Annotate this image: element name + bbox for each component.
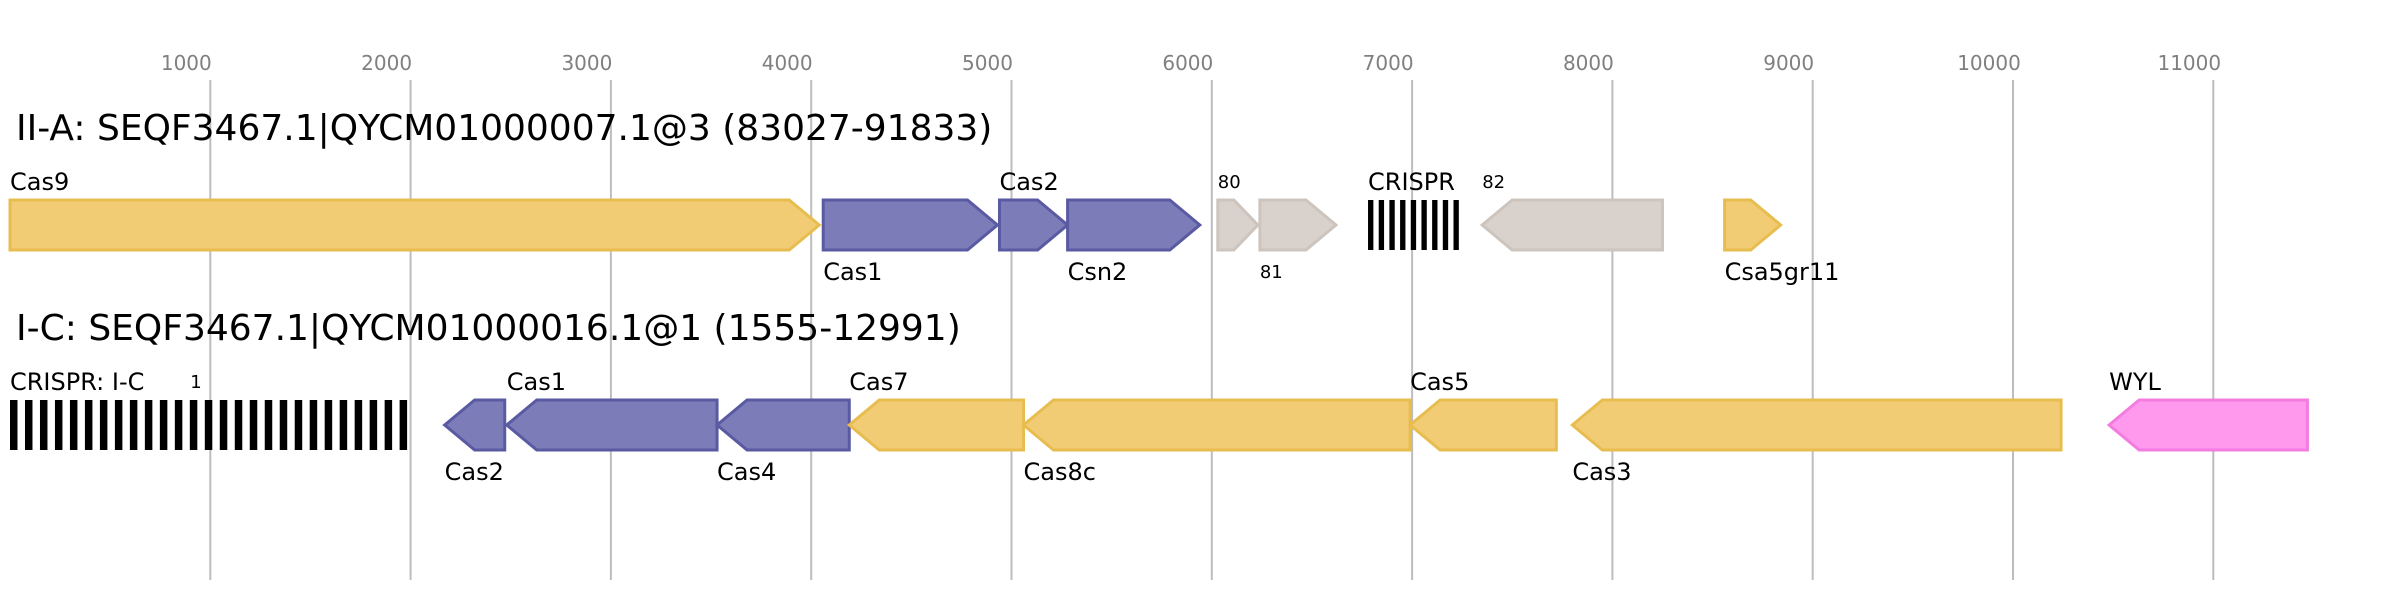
feature-label: Csa5gr11 <box>1725 258 1840 286</box>
gene-arrow-wyl <box>2106 398 2309 452</box>
gene-arrow-cas7 <box>846 398 1026 452</box>
feature-label: CRISPR <box>1368 168 1455 196</box>
crispr-repeat <box>1389 200 1395 250</box>
crispr-repeat <box>10 400 18 450</box>
feature-label: WYL <box>2109 368 2161 396</box>
tick-label-10000: 10000 <box>1957 51 2021 75</box>
feature-label: Cas7 <box>849 368 908 396</box>
crispr-repeat <box>1368 200 1374 250</box>
crispr-repeat <box>1410 200 1417 250</box>
track-title-ii-a: II-A: SEQF3467.1|QYCM01000007.1@3 (83027… <box>16 108 992 149</box>
gene-arrow-cas3 <box>1569 398 2063 452</box>
tick-label-5000: 5000 <box>962 51 1013 75</box>
feature-label: Cas5 <box>1410 368 1469 396</box>
gene-arrow-81 <box>1258 198 1339 252</box>
crispr-repeat <box>69 400 78 450</box>
gene-arrow-cas5 <box>1407 398 1558 452</box>
feature-label: 81 <box>1260 262 1283 283</box>
crispr-repeat <box>189 400 198 450</box>
gene-arrow-csa5gr11 <box>1723 198 1783 252</box>
crispr-repeat <box>1432 200 1438 250</box>
crispr-repeat <box>114 400 123 450</box>
feature-label: Cas3 <box>1572 458 1631 486</box>
track-title-i-c: I-C: SEQF3467.1|QYCM01000016.1@1 (1555-1… <box>16 308 961 349</box>
feature-label: Cas8c <box>1024 458 1096 486</box>
tick-label-7000: 7000 <box>1363 51 1414 75</box>
tick-label-4000: 4000 <box>762 51 813 75</box>
crispr-repeat <box>174 400 183 450</box>
feature-label: Cas1 <box>823 258 882 286</box>
feature-label: Cas2 <box>999 168 1058 196</box>
gene-arrow-cas4 <box>714 398 851 452</box>
gene-arrow-cas9 <box>8 198 822 252</box>
feature-label: Cas1 <box>507 368 566 396</box>
tracks: II-A: SEQF3467.1|QYCM01000007.1@3 (83027… <box>8 108 2309 486</box>
tick-label-9000: 9000 <box>1763 51 1814 75</box>
crispr-repeat <box>384 400 393 450</box>
crispr-repeat <box>144 400 153 450</box>
feature-label: 1 <box>190 372 201 393</box>
crispr-repeat <box>294 400 303 450</box>
gene-arrow-cas1 <box>821 198 1000 252</box>
crispr-repeat <box>219 400 228 450</box>
axis-ticks: 1000 2000 3000 4000 5000 6000 7000 8000 9000 1000… <box>161 51 2221 75</box>
feature-label: CRISPR: I-C <box>10 368 144 396</box>
crispr-repeat <box>99 400 108 450</box>
gene-arrow-cas1 <box>504 398 719 452</box>
crispr-array <box>10 400 408 450</box>
crispr-repeat <box>129 400 138 450</box>
gene-arrow-cas2 <box>442 398 507 452</box>
feature-label: Cas9 <box>10 168 69 196</box>
crispr-repeat <box>159 400 168 450</box>
feature-label: 80 <box>1218 172 1241 193</box>
crispr-repeat <box>24 400 33 450</box>
crispr-repeat <box>324 400 333 450</box>
feature-label: Cas2 <box>445 458 504 486</box>
crispr-repeat <box>264 400 273 450</box>
crispr-repeat <box>204 400 213 450</box>
gene-arrow-80 <box>1216 198 1260 252</box>
grid-lines <box>209 80 2215 580</box>
crispr-repeat <box>339 400 348 450</box>
tick-label-3000: 3000 <box>561 51 612 75</box>
crispr-repeat <box>354 400 363 450</box>
crispr-repeat <box>1442 200 1449 250</box>
crispr-repeat <box>279 400 288 450</box>
crispr-repeat <box>84 400 93 450</box>
feature-label: 82 <box>1482 172 1505 193</box>
tick-label-8000: 8000 <box>1563 51 1614 75</box>
gene-arrow-cas8c <box>1021 398 1412 452</box>
tick-label-2000: 2000 <box>361 51 412 75</box>
tick-label-1000: 1000 <box>161 51 212 75</box>
crispr-repeat <box>369 400 378 450</box>
crispr-repeat <box>1453 200 1459 250</box>
crispr-repeat <box>399 400 408 450</box>
crispr-repeat <box>234 400 243 450</box>
tick-label-6000: 6000 <box>1162 51 1213 75</box>
crispr-repeat <box>54 400 63 450</box>
crispr-repeat <box>309 400 318 450</box>
gene-arrow-cas2 <box>997 198 1070 252</box>
tick-label-11000: 11000 <box>2157 51 2221 75</box>
crispr-repeat <box>249 400 258 450</box>
crispr-array <box>1368 200 1459 250</box>
crispr-repeat <box>1378 200 1385 250</box>
feature-label: Cas4 <box>717 458 776 486</box>
feature-label: Csn2 <box>1068 258 1128 286</box>
gene-arrow-82 <box>1479 198 1664 252</box>
gene-arrow-csn2 <box>1066 198 1203 252</box>
crispr-repeat <box>39 400 48 450</box>
crispr-repeat <box>1400 200 1406 250</box>
crispr-repeat <box>1421 200 1427 250</box>
